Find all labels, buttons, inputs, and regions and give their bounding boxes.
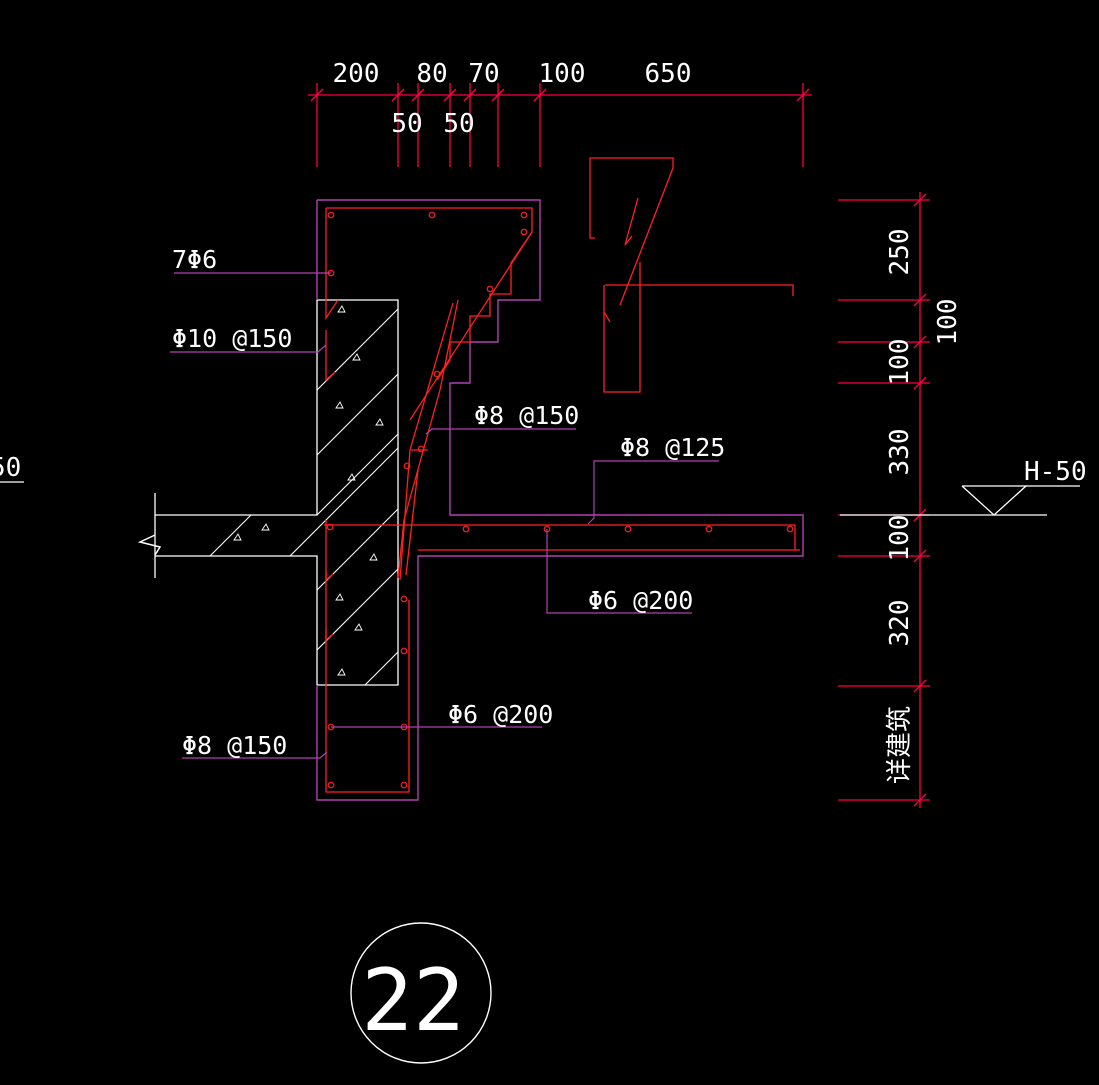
dim-top-80: 80 [416,59,447,89]
detail-number: 22 [361,951,465,1051]
label-phi6-200-slab: Φ6 @200 [588,586,693,615]
label-phi10-150: Φ10 @150 [172,324,292,353]
dim-top-sub-50b: 50 [443,109,474,139]
dim-top-200: 200 [333,59,380,89]
right-dimension-values: 250 100 330 100 320 100 详建筑 [885,229,963,784]
label-7phi6: 7Φ6 [172,245,217,274]
new-concrete-outline [316,199,804,801]
dim-right-100a: 100 [885,339,915,386]
right-dimension-chain [838,192,930,808]
rebar [324,207,800,793]
rebar-labels: 7Φ6 Φ10 @150 Φ8 @150 Φ8 @125 Φ6 @200 Φ6 … [172,245,725,760]
top-dimension-values: 200 80 70 100 650 50 50 [333,59,692,139]
dim-top-70: 70 [468,59,499,89]
level-marker [840,485,1080,516]
rebar-dots [326,211,794,789]
concrete-hatch [209,308,399,686]
concrete-aggregate [233,305,384,676]
dim-top-650: 650 [645,59,692,89]
dim-right-100b: 100 [885,515,915,562]
left-partial-dim: 50 [0,453,21,483]
dim-right-250: 250 [885,229,915,276]
dim-top-100: 100 [539,59,586,89]
dim-right-extra-100: 100 [933,299,963,346]
leader-lines [170,272,719,759]
top-dimension-chain [308,83,812,167]
detail-number-bubble: 22 [350,922,492,1064]
dim-right-320: 320 [885,600,915,647]
label-phi8-150-lower: Φ8 @150 [182,731,287,760]
existing-structure-outline [137,299,399,686]
label-phi8-125: Φ8 @125 [620,433,725,462]
dim-right-330: 330 [885,429,915,476]
level-label: H-50 [1024,457,1087,487]
label-phi8-150-upper: Φ8 @150 [474,401,579,430]
rebar-shape-detail [589,157,794,393]
label-phi6-200-wall: Φ6 @200 [448,700,553,729]
dim-top-sub-50a: 50 [391,109,422,139]
dim-right-note: 详建筑 [885,706,915,784]
